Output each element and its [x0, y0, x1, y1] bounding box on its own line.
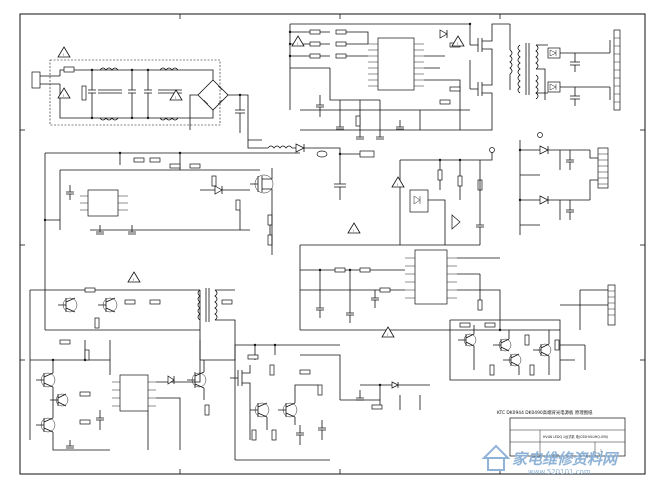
watermark: 家电维修资料网 www.520101.com	[481, 444, 620, 476]
warning-triangle-6: !	[391, 176, 405, 188]
warning-glyph: !	[175, 96, 176, 100]
warning-triangle-8: !	[127, 271, 141, 283]
bulk-capacitor	[235, 95, 245, 125]
pfc-small-caps	[66, 185, 136, 235]
test-point-1	[489, 147, 495, 153]
test-point-2	[537, 132, 543, 138]
standby-transformer	[197, 288, 218, 322]
fuse	[63, 66, 75, 73]
schematic-title: KTC DK0944 DK0490高端背光电源板 原理图纸	[497, 409, 593, 416]
warning-glyph: !	[457, 42, 458, 46]
warning-glyph: !	[63, 94, 64, 98]
transistor-q-b	[493, 338, 512, 352]
drawing-frame	[19, 13, 646, 475]
standby-diode	[167, 375, 175, 385]
standby-output-diode	[391, 381, 399, 389]
pfc-output-cap	[334, 170, 346, 200]
main-transformer-section	[509, 24, 621, 111]
high-side-mosfet	[470, 28, 493, 60]
warning-glyph: !	[63, 53, 64, 57]
transistor-q-d	[533, 343, 552, 357]
warning-triangle-5: !	[451, 35, 465, 47]
output-rectifier-3	[539, 145, 549, 155]
pfc-controller-ic	[87, 189, 119, 217]
transistor-q-c	[503, 353, 522, 367]
watermark-url: www.520101.com	[528, 468, 591, 476]
gate-resistor-2	[449, 86, 461, 92]
output-header-mid	[597, 147, 609, 189]
standby-transistor-2	[98, 297, 118, 313]
warning-glyph: !	[353, 229, 354, 233]
warning-triangle-3: !	[169, 89, 183, 101]
output-arrow-connector	[359, 150, 375, 158]
warning-glyph: !	[387, 333, 388, 337]
pfc-mosfet	[250, 168, 274, 200]
standby-transistor-7	[278, 402, 298, 418]
pfc-ferrite-bead	[316, 150, 328, 158]
output-regulation-section	[519, 132, 609, 235]
warning-triangle-9: !	[381, 326, 395, 338]
pfc-resistors	[133, 157, 273, 246]
junction-dots	[43, 22, 522, 387]
protection-transistor-array	[449, 319, 586, 381]
ac-input-section	[31, 59, 262, 141]
frame-ticks	[20, 14, 645, 474]
common-mode-choke-1	[98, 67, 122, 121]
emi-filter-box	[49, 59, 221, 126]
llc-caps-bottom	[316, 95, 404, 140]
standby-transistor-1	[58, 297, 78, 313]
title-block: KTC DK0944 DK0490高端背光电源板 原理图纸 HVLW LEDQ …	[497, 409, 626, 457]
resonant-inductor	[509, 49, 513, 75]
main-transformer	[517, 43, 539, 100]
warning-glyph: !	[297, 42, 298, 46]
llc-controller-ic	[377, 37, 415, 91]
bootstrap-diode	[439, 29, 448, 39]
schematic-subtitle: HVLW LEDQ 1台式机 电(CSSHVLUHQ-050)	[543, 434, 608, 439]
tl431-reference	[451, 214, 461, 230]
watermark-logo-text: 家电维修资料网	[512, 450, 620, 468]
standby-transistor-6	[187, 371, 207, 389]
llc-timing-resistor	[355, 115, 361, 127]
standby-transistor-4	[36, 417, 56, 433]
x-capacitors	[88, 70, 152, 118]
optocoupler-1	[409, 189, 429, 213]
warning-triangle-4: !	[291, 35, 305, 47]
pfc-diode-2	[214, 185, 223, 195]
pfc-section	[44, 140, 375, 330]
output-rectifier-1	[547, 47, 561, 59]
warning-triangle-1: !	[57, 46, 71, 58]
ac-inlet-connector	[31, 71, 41, 89]
output-rectifier-4	[539, 195, 549, 205]
llc-feedback-resistor	[439, 99, 451, 105]
pfc-inductor	[267, 145, 293, 149]
llc-controller-section	[289, 23, 510, 140]
feedback-section	[399, 147, 495, 246]
led-driver-ic	[414, 249, 448, 305]
watermark-logo-icon	[481, 444, 511, 471]
standby-mosfet	[230, 365, 251, 395]
standby-section	[29, 287, 236, 451]
standby-transistor-3	[36, 372, 56, 388]
current-sense-resistor	[477, 299, 483, 311]
standby-transistor-8	[250, 402, 270, 418]
output-rectifier-2	[547, 81, 561, 93]
standby-transistor-5	[50, 393, 69, 407]
led-driver-section	[299, 244, 616, 331]
transistor-q-a	[458, 333, 477, 347]
output-caps-top	[570, 53, 580, 106]
warning-glyph: !	[133, 278, 134, 282]
warning-triangle-7: !	[347, 222, 361, 234]
standby-output-section	[230, 344, 430, 461]
warning-glyph: !	[397, 183, 398, 187]
warning-triangle-2: !	[57, 87, 71, 99]
low-side-mosfet	[470, 70, 493, 106]
standby-controller-ic	[119, 374, 149, 412]
varistor	[81, 85, 87, 101]
pfc-diode	[295, 143, 305, 153]
bridge-rectifier	[189, 69, 240, 130]
sheet-number: 1	[600, 449, 602, 453]
